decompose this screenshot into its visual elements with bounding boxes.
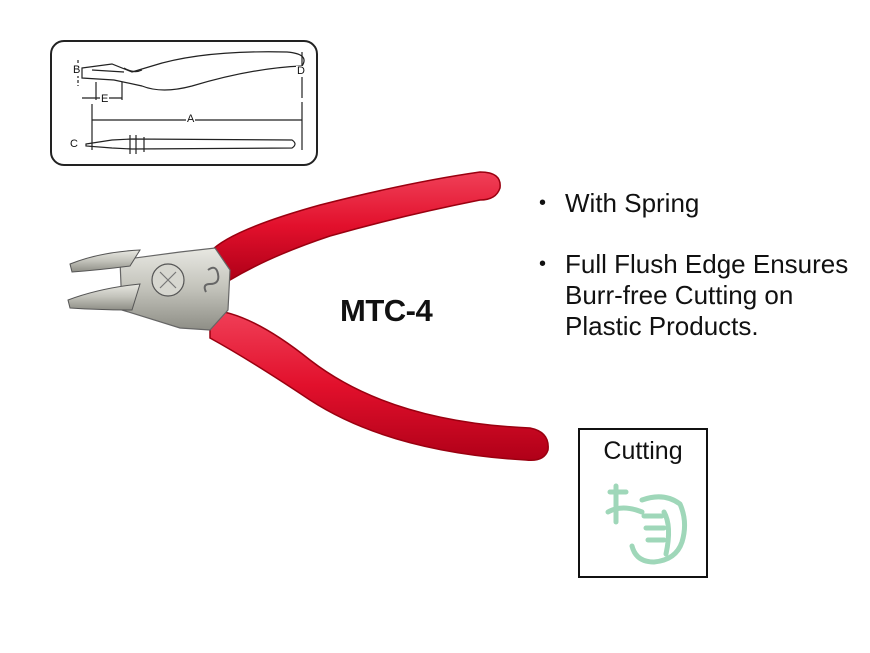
spring [203,266,220,293]
usage-label: Cutting [603,437,683,465]
upper-handle [209,171,501,281]
usage-badge: Cutting [578,428,708,578]
dim-label-d: D [296,65,306,77]
model-number: MTC-4 [340,293,433,328]
feature-item: • Full Flush Edge Ensures Burr-free Cutt… [535,249,855,342]
lower-handle [209,309,549,462]
dim-label-e: E [100,93,110,105]
dim-label-c: C [69,138,79,150]
dim-label-a: A [186,113,196,125]
dimension-diagram: B D E A C [50,40,318,166]
bullet-icon: • [539,192,547,214]
lower-jaw [67,283,141,311]
hand-gripping-pliers-icon [605,483,688,565]
pliers-outline-drawing [73,51,305,154]
feature-text: Full Flush Edge Ensures Burr-free Cuttin… [565,249,849,341]
dim-label-b: B [72,64,82,76]
feature-list: • With Spring • Full Flush Edge Ensures … [535,188,855,372]
feature-item: • With Spring [535,188,845,219]
bullet-icon: • [539,253,547,275]
upper-jaw [69,249,141,273]
pliers-product-image [67,171,549,462]
feature-text: With Spring [565,188,700,218]
